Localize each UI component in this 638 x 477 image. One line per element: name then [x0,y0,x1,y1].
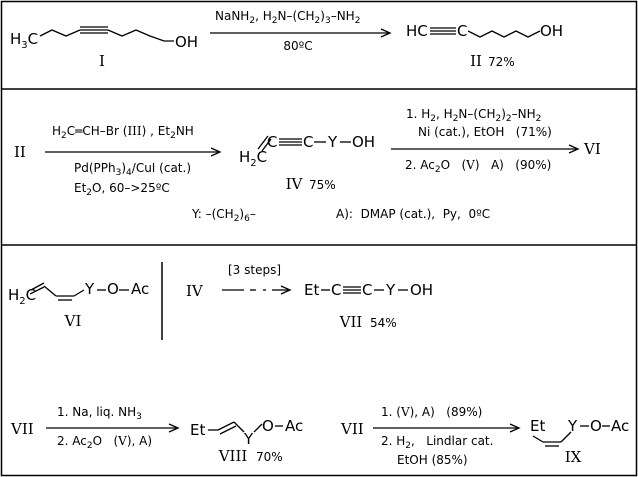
compound-VII-structure: Et C C Y OH [304,281,433,299]
row2-reagent: H2C═CH–Br (III) , Et2NH [52,124,194,141]
row2-step1b: Ni (cat.), EtOH (71%) [418,125,552,139]
row4-right-reaction: 1. (V), A) (89%) 2. H2, Lindlar cat. EtO… [373,405,521,467]
row2-catalyst: Pd(PPh3)4/CuI (cat.) [74,161,191,178]
svg-text:H2C: H2C [8,286,36,307]
compound-I-structure: H3C OH [10,26,198,51]
row2-step1: 1. H2, H2N–(CH2)2–NH2 [406,107,541,124]
svg-text:Y: Y [243,430,254,448]
legend-a-definition: A): DMAP (cat.), Py, 0ºC [336,207,490,221]
svg-text:Ac: Ac [611,417,629,435]
row4-left-start-label: VII [10,420,34,438]
svg-text:C: C [457,22,467,40]
row3-reaction: [3 steps] [222,263,292,295]
row4-right-step1: 1. (V), A) (89%) [381,405,482,419]
svg-text:Y: Y [385,281,396,299]
svg-text:C: C [362,281,372,299]
row2-final-label: VI [583,140,601,158]
svg-text:OH: OH [175,33,198,51]
compound-VIII-yield: 70% [256,450,283,464]
compound-VII-yield: 54% [370,316,397,330]
row3-arrow-label: [3 steps] [228,263,281,277]
compound-VII-label: VII [339,313,363,331]
svg-text:Ac: Ac [285,417,303,435]
svg-text:O: O [590,417,602,435]
row4-right-start-label: VII [340,420,364,438]
row2-solvent: Et2O, 60–>25ºC [74,181,170,198]
svg-text:Ac: Ac [131,280,149,298]
compound-VI-structure: H2C Y O Ac [8,280,149,307]
compound-VIII-label: VIII [218,447,248,465]
svg-text:H3C: H3C [10,30,38,51]
legend: Y: –(CH2)6– A): DMAP (cat.), Py, 0ºC [191,207,490,224]
compound-IX-label: IX [565,448,582,466]
svg-text:Y: Y [567,417,578,435]
svg-text:HC: HC [406,22,428,40]
compound-I-label: I [99,52,105,70]
svg-text:O: O [107,280,119,298]
row4-right-step2: 2. H2, Lindlar cat. [381,434,493,451]
compound-VI-label: VI [64,312,82,330]
compound-II-label: II [470,52,482,70]
row4-right-step2b: EtOH (85%) [397,453,468,467]
row2-start-label: II [14,143,26,161]
compound-II-structure: HC C OH [406,22,563,40]
svg-text:C: C [267,133,277,151]
legend-y-definition: Y: –(CH2)6– [191,207,256,224]
row4-left-reaction: 1. Na, liq. NH3 2. Ac2O (V), A) [46,405,180,451]
svg-text:O: O [262,417,274,435]
row4-left-step2: 2. Ac2O (V), A) [57,434,152,451]
compound-II-yield: 72% [488,55,515,69]
row1-reagent: NaNH2, H2N–(CH2)3–NH2 [215,9,360,26]
svg-text:Et: Et [530,417,545,435]
svg-text:Y: Y [84,280,95,298]
compound-IX-structure: Et Y O Ac [530,417,629,447]
svg-text:Et: Et [190,421,205,439]
svg-text:OH: OH [410,281,433,299]
compound-IV-yield: 75% [309,178,336,192]
compound-IV-label: IV [286,175,304,193]
svg-text:C: C [331,281,341,299]
row2-step2: 2. Ac2O (V) A) (90%) [405,158,551,175]
svg-text:C: C [303,133,313,151]
svg-text:Et: Et [304,281,319,299]
row2-second-reaction: 1. H2, H2N–(CH2)2–NH2 Ni (cat.), EtOH (7… [391,107,580,175]
svg-text:Y: Y [327,133,338,151]
compound-VIII-structure: Et Y O Ac [190,417,303,448]
svg-text:OH: OH [352,133,375,151]
compound-IV-structure: H2C C C Y OH [239,133,375,169]
row3-start-label: IV [186,282,204,300]
svg-text:H2C: H2C [239,148,267,169]
row4-left-step1: 1. Na, liq. NH3 [57,405,142,422]
svg-text:OH: OH [540,22,563,40]
row1-reaction: NaNH2, H2N–(CH2)3–NH2 80ºC [210,9,392,53]
row2-reaction: H2C═CH–Br (III) , Et2NH Pd(PPh3)4/CuI (c… [45,124,222,198]
row1-condition: 80ºC [283,39,312,53]
